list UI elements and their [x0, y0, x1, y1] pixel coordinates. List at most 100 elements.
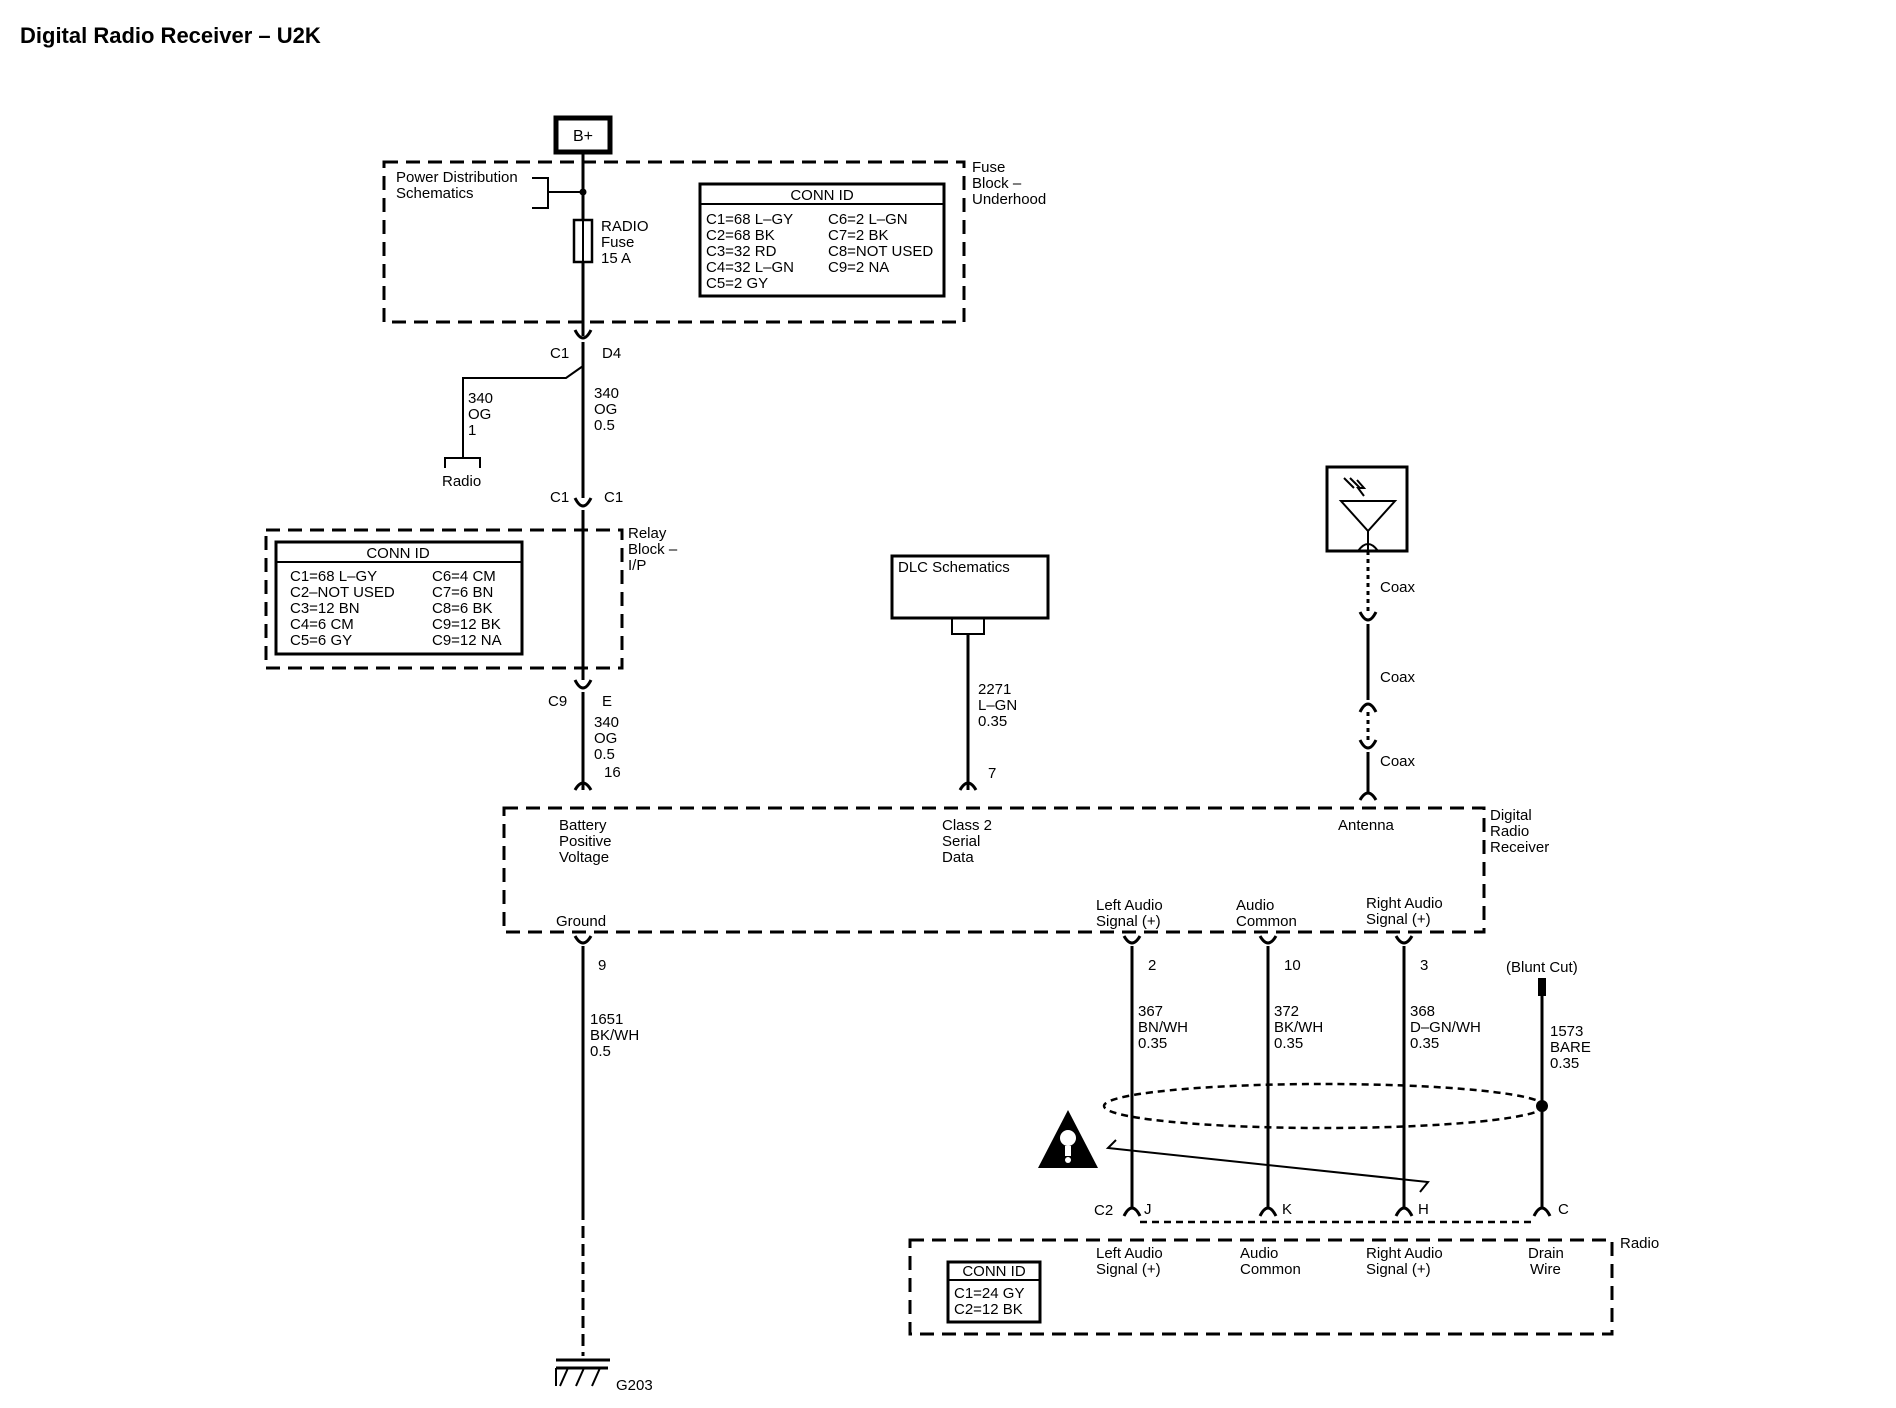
pin-7-terminal [958, 781, 978, 791]
svg-text:C: C [1558, 1201, 1569, 1218]
svg-text:Voltage: Voltage [559, 849, 609, 866]
svg-text:OG: OG [594, 401, 617, 418]
radio-left-audio-label: Left Audio Signal (+) [1096, 1245, 1163, 1278]
radio-fuse: RADIO Fuse 15 A [572, 218, 649, 267]
svg-text:0.35: 0.35 [1138, 1035, 1167, 1052]
svg-text:1651: 1651 [590, 1011, 623, 1028]
svg-text:C2–NOT USED: C2–NOT USED [290, 584, 395, 601]
svg-text:E: E [602, 693, 612, 710]
svg-text:1573: 1573 [1550, 1023, 1583, 1040]
wire-340-main-label: 340 OG 0.5 [594, 385, 619, 434]
receiver-antenna-label: Antenna [1338, 817, 1395, 834]
coax-label-3: Coax [1380, 753, 1416, 770]
radio-branch-wire: 340 OG 1 Radio [442, 365, 584, 490]
svg-text:0.5: 0.5 [590, 1043, 611, 1060]
svg-text:C4=6 CM: C4=6 CM [290, 616, 354, 633]
svg-text:C5=6 GY: C5=6 GY [290, 632, 352, 649]
svg-text:340: 340 [594, 385, 619, 402]
svg-text:Receiver: Receiver [1490, 839, 1549, 856]
svg-text:H: H [1418, 1201, 1429, 1218]
svg-text:C9: C9 [548, 693, 567, 710]
fuse-name: RADIO [601, 218, 649, 235]
receiver-class2-label: Class 2 Serial Data [942, 817, 992, 866]
svg-text:Audio: Audio [1240, 1245, 1278, 1262]
fuse-block-outline [382, 160, 966, 324]
svg-text:Schematics: Schematics [396, 185, 474, 202]
svg-text:372: 372 [1274, 1003, 1299, 1020]
radio-connector-c2: C2 J K H C [1094, 1201, 1569, 1224]
svg-text:C2=68 BK: C2=68 BK [706, 227, 775, 244]
connector-c9-e: C9 E [548, 679, 612, 710]
svg-text:0.5: 0.5 [594, 746, 615, 763]
svg-text:C7=6 BN: C7=6 BN [432, 584, 493, 601]
ground-symbol-icon: G203 [555, 1358, 653, 1394]
svg-text:OG: OG [468, 406, 491, 423]
coax-label-1: Coax [1380, 579, 1416, 596]
left-audio-wire: 2 367 BN/WH 0.35 [1122, 935, 1188, 1208]
coax-label-2: Coax [1380, 669, 1416, 686]
svg-text:Audio: Audio [1236, 897, 1274, 914]
svg-text:C1: C1 [550, 489, 569, 506]
fuse-block-conn-id-table: CONN ID C1=68 L–GY C2=68 BK C3=32 RD C4=… [698, 182, 946, 298]
svg-text:367: 367 [1138, 1003, 1163, 1020]
svg-text:Common: Common [1236, 913, 1297, 930]
svg-text:C5=2 GY: C5=2 GY [706, 275, 768, 292]
svg-text:D4: D4 [602, 345, 621, 362]
b-plus-label: B+ [573, 128, 593, 145]
svg-text:Right Audio: Right Audio [1366, 1245, 1443, 1262]
svg-text:Positive: Positive [559, 833, 612, 850]
pin-16: 16 [604, 764, 621, 781]
right-audio-wire: 3 368 D–GN/WH 0.35 [1394, 935, 1481, 1208]
svg-text:1: 1 [468, 422, 476, 439]
radio-name: Radio [1620, 1235, 1659, 1252]
svg-text:J: J [1144, 1201, 1152, 1218]
svg-text:CONN ID: CONN ID [366, 545, 430, 562]
power-distribution-ref: Power Distribution Schematics [396, 169, 586, 209]
svg-text:340: 340 [468, 390, 493, 407]
svg-text:10: 10 [1284, 957, 1301, 974]
svg-text:Common: Common [1240, 1261, 1301, 1278]
svg-text:0.35: 0.35 [1410, 1035, 1439, 1052]
svg-text:2271: 2271 [978, 681, 1011, 698]
svg-text:3: 3 [1420, 957, 1428, 974]
svg-text:CONN ID: CONN ID [790, 187, 854, 204]
radio-drain-wire-label: Drain Wire [1528, 1245, 1564, 1278]
twisted-pair-line [1105, 1139, 1430, 1193]
svg-text:DLC Schematics: DLC Schematics [898, 559, 1010, 576]
radio-outline [908, 1238, 1614, 1336]
svg-text:BK/WH: BK/WH [1274, 1019, 1323, 1036]
svg-text:Power Distribution: Power Distribution [396, 169, 518, 186]
svg-text:Underhood: Underhood [972, 191, 1046, 208]
shield-ellipse [1102, 1082, 1546, 1130]
svg-text:368: 368 [1410, 1003, 1435, 1020]
b-plus-source: B+ [553, 115, 613, 155]
svg-text:Signal (+): Signal (+) [1096, 1261, 1161, 1278]
svg-text:0.35: 0.35 [978, 713, 1007, 730]
relay-block-conn-id-table: CONN ID C1=68 L–GY C2–NOT USED C3=12 BN … [274, 540, 524, 656]
svg-text:C4=32 L–GN: C4=32 L–GN [706, 259, 794, 276]
svg-text:Block –: Block – [972, 175, 1022, 192]
svg-text:L–GN: L–GN [978, 697, 1017, 714]
svg-text:C6=4 CM: C6=4 CM [432, 568, 496, 585]
svg-text:Digital: Digital [1490, 807, 1532, 824]
digital-radio-receiver-outline [502, 806, 1486, 934]
svg-text:Signal (+): Signal (+) [1366, 911, 1431, 928]
diagram-title: Digital Radio Receiver – U2K [20, 23, 321, 48]
svg-text:C6=2 L–GN: C6=2 L–GN [828, 211, 908, 228]
svg-text:C1=24 GY: C1=24 GY [954, 1285, 1024, 1302]
receiver-battery-positive-label: Battery Positive Voltage [559, 817, 612, 866]
svg-text:Drain: Drain [1528, 1245, 1564, 1262]
radio-conn-id-table: CONN ID C1=24 GY C2=12 BK [946, 1260, 1042, 1324]
svg-text:2: 2 [1148, 957, 1156, 974]
radio-right-audio-label: Right Audio Signal (+) [1366, 1245, 1443, 1278]
connector-c1-d4: C1 D4 [550, 329, 621, 362]
svg-text:Serial: Serial [942, 833, 980, 850]
dlc-schematics-box: DLC Schematics [890, 554, 1050, 635]
svg-text:C9=2 NA: C9=2 NA [828, 259, 889, 276]
svg-text:Data: Data [942, 849, 974, 866]
svg-text:D–GN/WH: D–GN/WH [1410, 1019, 1481, 1036]
relay-block-name: Relay Block – I/P [628, 525, 678, 574]
svg-text:Right Audio: Right Audio [1366, 895, 1443, 912]
connector-c1-c1: C1 C1 [550, 489, 623, 508]
